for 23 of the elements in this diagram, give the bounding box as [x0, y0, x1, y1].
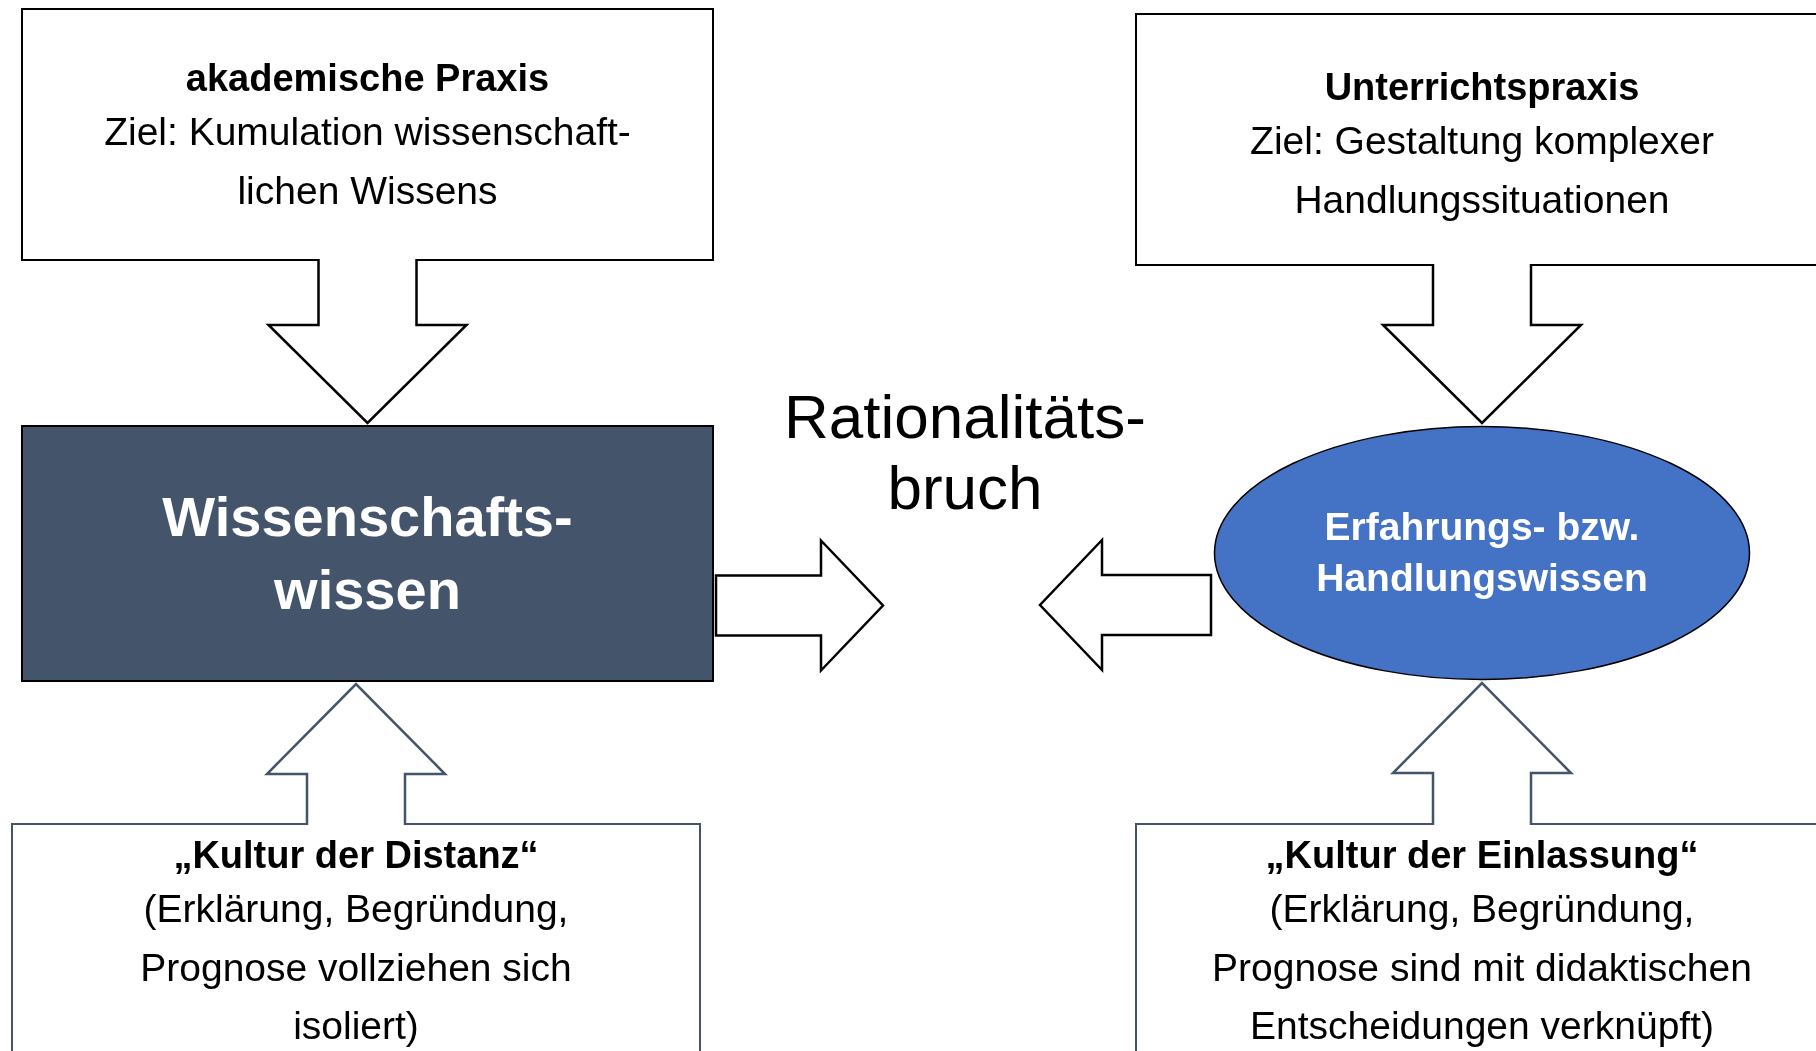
block-arrow	[1379, 262, 1585, 425]
heading: Unterrichtspraxis	[1324, 65, 1640, 110]
callout-box	[21, 8, 714, 261]
heading: akademische Praxis	[185, 56, 550, 101]
description-text: Ziel: Gestaltung komplexer Handlungssituationen	[1249, 118, 1715, 223]
callout-box	[1135, 13, 1816, 266]
block-arrow	[714, 537, 885, 674]
description-text: (Erklärung, Begründung, Prognose sind mit didaktischen Entscheidungen verknüpft)	[1211, 886, 1753, 1050]
description-text: (Erklärung, Begründung, Prognose vollziehen sich isoliert)	[139, 886, 573, 1050]
callout-box	[1135, 823, 1816, 1051]
description-text: Ziel: Kumulation wissenschaft- lichen Wissens	[103, 109, 632, 214]
block-arrow	[1038, 536, 1213, 674]
label-text: Wissenschafts- wissen	[161, 483, 574, 623]
heading: „Kultur der Distanz“	[173, 833, 539, 878]
block-arrow	[265, 257, 470, 425]
heading: „Kultur der Einlassung“	[1265, 833, 1699, 878]
knowledge-ellipse	[1213, 425, 1751, 681]
block-arrow	[264, 682, 448, 827]
knowledge-box	[21, 425, 714, 682]
label-text: Rationalitäts- bruch	[783, 380, 1147, 524]
label-text: Erfahrungs- bzw. Handlungswissen	[1315, 504, 1649, 601]
callout-box	[11, 823, 701, 1051]
block-arrow	[1390, 681, 1574, 827]
